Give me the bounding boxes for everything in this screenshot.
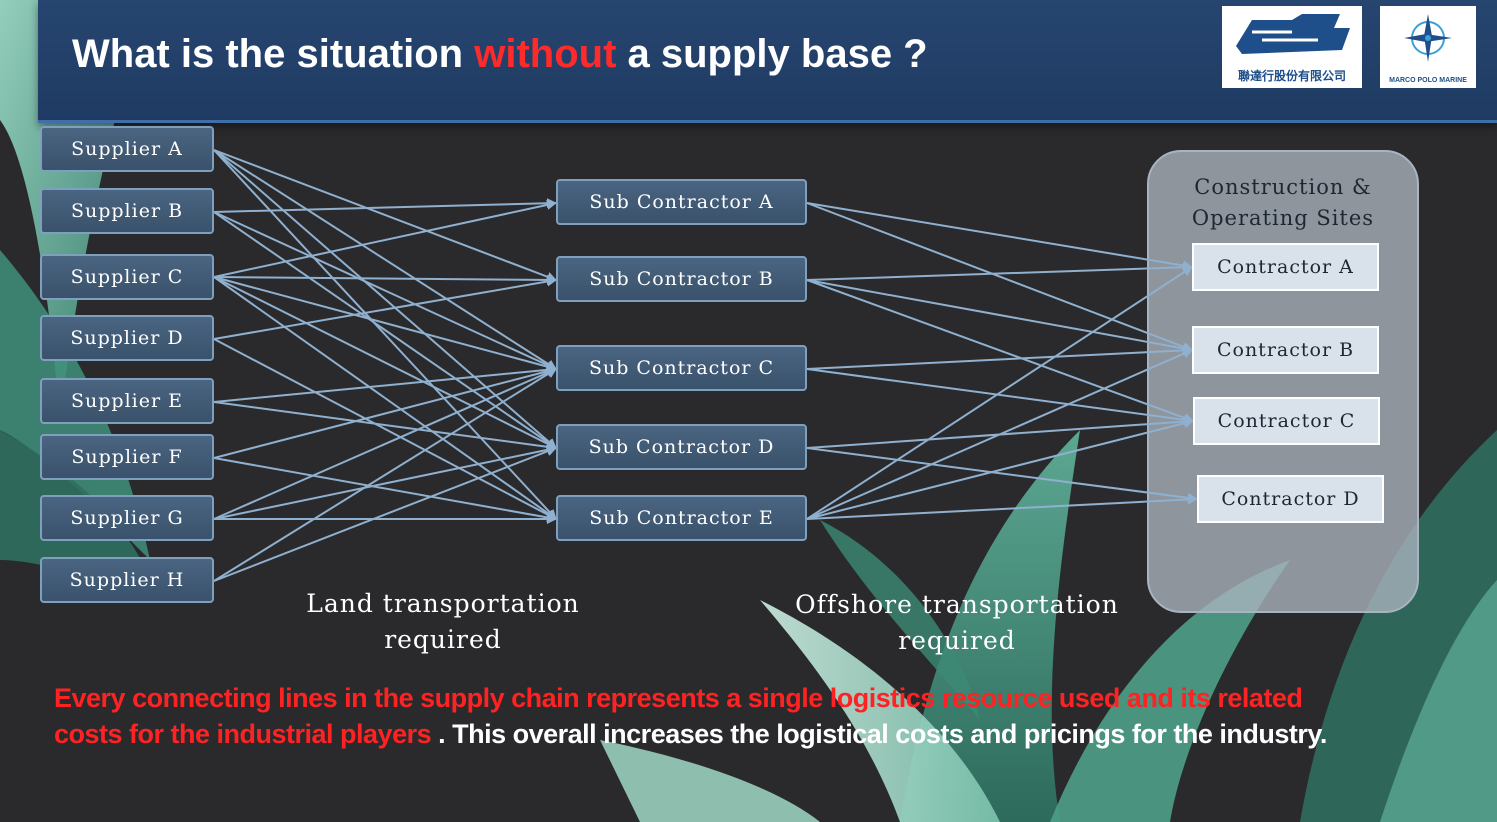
offshore-link-line — [806, 447, 1198, 503]
land-link-line — [213, 446, 557, 582]
page-title: What is the situation without a supply b… — [72, 32, 928, 76]
supplier-f-box: Supplier F — [40, 434, 214, 480]
land-link-line — [213, 211, 557, 449]
supplier-g-box: Supplier G — [40, 495, 214, 541]
footer-note: Every connecting lines in the supply cha… — [54, 680, 1334, 752]
land-link-line — [213, 276, 557, 449]
land-link-line — [213, 276, 557, 520]
compass-icon — [1404, 14, 1452, 62]
sub-contractor-d-box: Sub Contractor D — [556, 424, 807, 470]
land-link-line — [213, 457, 557, 523]
land-link-line — [213, 368, 557, 582]
offshore-link-line — [806, 262, 1193, 281]
land-link-line — [213, 211, 557, 370]
land-link-line — [213, 276, 557, 372]
offshore-link-line — [806, 202, 1193, 352]
land-link-line — [213, 276, 557, 340]
offshore-link-line — [806, 279, 1194, 423]
land-link-line — [213, 368, 557, 520]
land-link-line — [213, 200, 557, 278]
offshore-link-line — [806, 418, 1194, 520]
sub-contractor-e-box: Sub Contractor E — [556, 495, 807, 541]
land-link-line — [213, 149, 557, 370]
sites-title: Construction &Operating Sites — [1191, 175, 1375, 230]
sub-contractor-a-box: Sub Contractor A — [556, 179, 807, 225]
land-link-line — [213, 149, 557, 282]
offshore-link-line — [806, 494, 1198, 520]
sub-contractor-c-box: Sub Contractor C — [556, 345, 807, 391]
sites-panel — [1147, 150, 1419, 613]
marco-polo-logo-text: MARCO POLO MARINE — [1389, 77, 1467, 84]
offshore-link-line — [806, 266, 1193, 520]
land-link-line — [213, 149, 557, 449]
land-link-line — [213, 366, 557, 459]
company-logo-text: 聯達行股份有限公司 — [1237, 69, 1346, 83]
land-link-line — [213, 198, 557, 213]
land-link-line — [213, 274, 557, 285]
offshore-link-line — [806, 345, 1193, 370]
contractor-d-box: Contractor D — [1197, 475, 1384, 523]
marco-polo-logo: MARCO POLO MARINE — [1380, 6, 1476, 88]
land-link-line — [213, 444, 557, 520]
sub-contractor-b-box: Sub Contractor B — [556, 256, 807, 302]
supplier-b-box: Supplier B — [40, 188, 214, 234]
supplier-e-box: Supplier E — [40, 378, 214, 424]
supplier-c-box: Supplier C — [40, 254, 214, 300]
supplier-d-box: Supplier D — [40, 315, 214, 361]
offshore-link-line — [806, 368, 1194, 425]
company-logo: 聯達行股份有限公司 — [1222, 6, 1362, 88]
contractor-a-box: Contractor A — [1192, 243, 1379, 291]
offshore-link-line — [806, 349, 1193, 520]
contractor-c-box: Contractor C — [1193, 397, 1380, 445]
land-link-line — [213, 401, 557, 452]
land-link-line — [213, 338, 557, 520]
contractor-b-box: Contractor B — [1192, 326, 1379, 374]
ship-logo-icon — [1236, 14, 1350, 54]
footer-white-text: . This overall increases the logistical … — [431, 719, 1327, 749]
supplier-h-box: Supplier H — [40, 557, 214, 603]
offshore-link-line — [806, 202, 1193, 271]
footer-red-text: Every connecting lines in the supply cha… — [54, 683, 1303, 749]
land-link-line — [213, 364, 557, 403]
offshore-link-line — [806, 279, 1193, 354]
supplier-a-box: Supplier A — [40, 126, 214, 172]
